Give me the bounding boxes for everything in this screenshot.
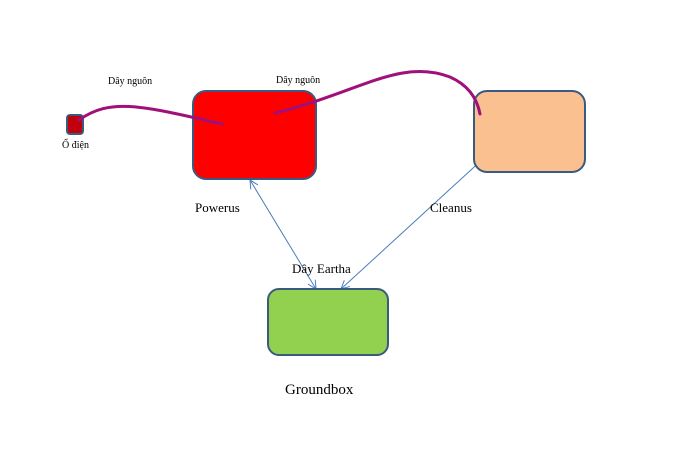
power-cable-label-1: Dây nguôn [108,76,153,87]
power-cable-powerus-cleanus [273,69,482,116]
power-cable-outlet-powerus [77,104,224,126]
cleanus-label: Cleanus [430,200,472,215]
earth-link-cleanus [341,158,484,289]
earth-link-powerus [250,180,316,289]
groundbox-label: Groundbox [285,382,354,398]
groundbox-box[interactable] [267,288,389,356]
powerus-box[interactable] [192,90,317,180]
power-cable-label-2: Dây nguôn [276,75,321,86]
powerus-label: Powerus [195,200,240,215]
outlet-label: Ổ điện [62,140,89,151]
cleanus-box[interactable] [473,90,586,173]
earth-cable-label: Dây Eartha [292,261,351,276]
